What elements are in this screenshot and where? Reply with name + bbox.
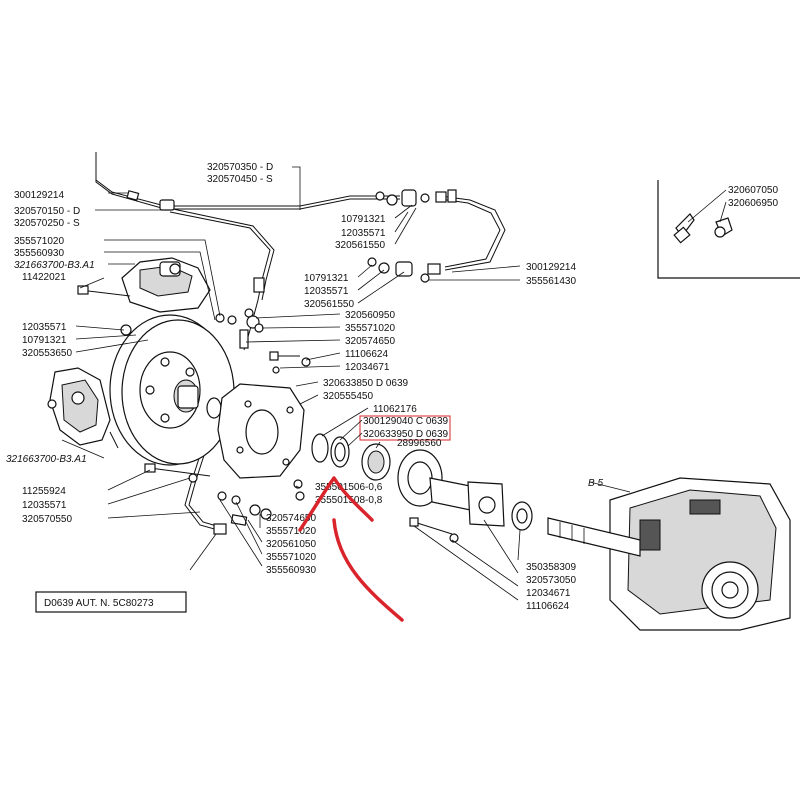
label-10791321-a: 10791321 <box>22 335 67 346</box>
label-355571020-c: 355571020 <box>266 526 316 537</box>
label-320561550-b: 320561550 <box>304 299 354 310</box>
washer <box>217 491 227 501</box>
label-320633950: 320633950 D 0639 <box>363 429 449 440</box>
label-320560950: 320560950 <box>345 310 395 321</box>
label-320555450: 320555450 <box>323 391 373 402</box>
tube-nut <box>401 189 417 207</box>
label-12035571-c: 12035571 <box>341 228 386 239</box>
label-11062176: 11062176 <box>373 404 417 415</box>
hose-end <box>447 189 457 203</box>
label-355571020-d: 355571020 <box>266 552 316 563</box>
washer <box>375 191 385 201</box>
label-11422021: 11422021 <box>22 272 66 283</box>
label-300129040: 300129040 C 0639 <box>363 416 449 427</box>
washer <box>367 257 377 267</box>
brake-disc <box>109 314 235 466</box>
washer <box>386 194 398 206</box>
label-320633850: 320633850 D 0639 <box>323 378 409 389</box>
label-320574650-b: 320574650 <box>266 513 316 524</box>
label-12035571-d: 12035571 <box>304 286 349 297</box>
label-28996560: 28996560 <box>397 438 442 449</box>
caliper-upper <box>77 257 211 313</box>
label-12034671-b: 12034671 <box>526 588 571 599</box>
label-300129214-b: 300129214 <box>526 262 576 273</box>
inset-box <box>657 180 800 279</box>
washer <box>378 262 390 274</box>
label-11106624-b: 11106624 <box>526 601 569 612</box>
label-350358309: 350358309 <box>526 562 576 573</box>
red-arrow-head <box>298 476 374 532</box>
snap-ring <box>311 433 329 463</box>
highlight-box <box>359 415 451 441</box>
label-11255924: 11255924 <box>22 486 66 497</box>
label-321663700-b: 321663700-B3.A1 <box>6 454 87 465</box>
label-11106624-a: 11106624 <box>345 349 388 360</box>
label-300129214-a: 300129214 <box>14 190 64 201</box>
tube-nut <box>395 261 413 277</box>
label-320570550: 320570550 <box>22 514 72 525</box>
footer-code-box: D0639 AUT. N. 5C80273 <box>35 591 187 613</box>
label-321663700-a: 321663700-B3.A1 <box>14 260 95 271</box>
red-arrow-annotation <box>298 476 404 622</box>
label-12034671-a: 12034671 <box>345 362 390 373</box>
hub-carrier <box>217 351 311 479</box>
label-355501508: 355501508-0,8 <box>315 495 383 506</box>
bleed-fitting <box>435 191 447 203</box>
label-320570450: 320570450 - S <box>207 174 273 185</box>
tube-union <box>159 199 175 211</box>
label-320570150: 320570150 - D <box>14 206 80 217</box>
washer <box>420 193 430 203</box>
hose-end <box>427 263 441 275</box>
caliper-lower <box>47 367 119 449</box>
label-10791321-b: 10791321 <box>341 214 386 225</box>
axle-tube <box>397 449 533 543</box>
section-label-b5: B 5 <box>588 478 603 489</box>
washer <box>249 504 261 516</box>
red-arrow-shaft <box>332 518 404 622</box>
label-320553650: 320553650 <box>22 348 72 359</box>
footer-code: D0639 AUT. N. 5C80273 <box>44 598 154 609</box>
tube-nut <box>253 277 265 293</box>
tube-nut <box>213 523 227 535</box>
label-320573050: 320573050 <box>526 575 576 586</box>
washer <box>420 273 430 283</box>
label-355560930-b: 355560930 <box>266 565 316 576</box>
label-10791321-c: 10791321 <box>304 273 349 284</box>
label-320561050: 320561050 <box>266 539 316 550</box>
label-12035571-b: 12035571 <box>22 500 67 511</box>
label-355571020-b: 355571020 <box>345 323 395 334</box>
washer <box>254 323 264 333</box>
label-320574650-a: 320574650 <box>345 336 395 347</box>
bolt <box>239 329 249 349</box>
label-12035571-a: 12035571 <box>22 322 67 333</box>
bleeder <box>230 514 248 526</box>
line-fittings <box>126 189 457 535</box>
washer <box>260 508 272 520</box>
label-320570350: 320570350 - D <box>207 162 273 173</box>
label-320606950: 320606950 <box>728 198 778 209</box>
label-355571020-a: 355571020 <box>14 236 64 247</box>
washer <box>231 495 241 505</box>
leader-lines <box>61 166 727 601</box>
tube-nut <box>126 190 140 201</box>
gearbox <box>547 477 791 631</box>
label-320561550-a: 320561550 <box>335 240 385 251</box>
part-labels: 320570350 - D 320570450 - S 300129214 32… <box>6 162 778 612</box>
label-355560930-a: 355560930 <box>14 248 64 259</box>
label-355501506: 355501506-0,6 <box>315 482 383 493</box>
washer <box>227 315 237 325</box>
label-320570250: 320570250 - S <box>14 218 80 229</box>
bearing-stack <box>293 433 391 501</box>
label-355561430: 355561430 <box>526 276 576 287</box>
label-320607050: 320607050 <box>728 185 778 196</box>
